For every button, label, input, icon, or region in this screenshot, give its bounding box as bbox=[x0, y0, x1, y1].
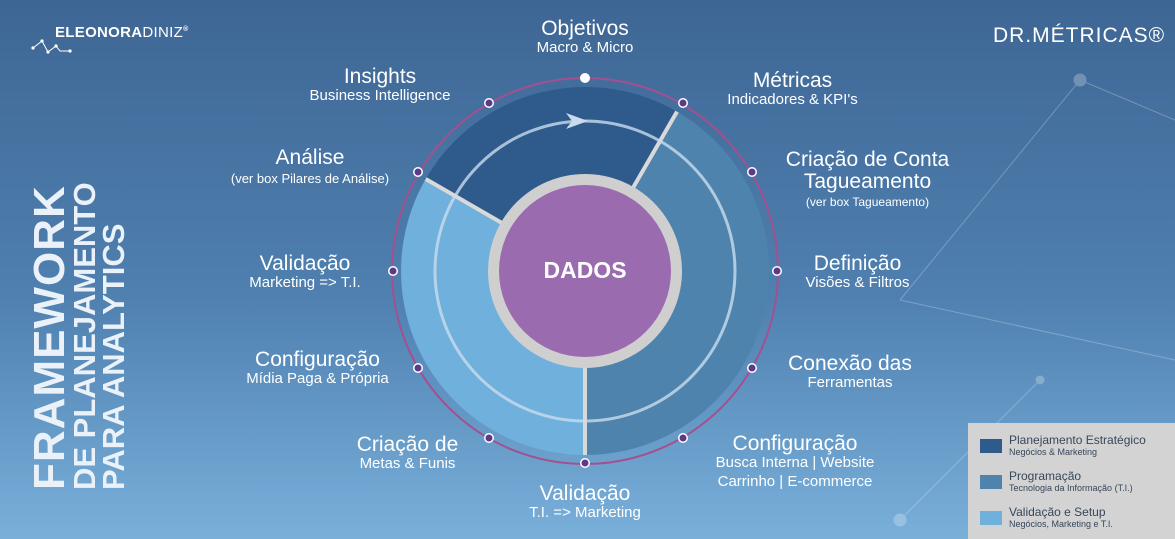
center-dados-label: DADOS bbox=[543, 257, 627, 283]
sector-planejamento bbox=[425, 86, 677, 271]
step-analise: Análise(ver box Pilares de Análise) bbox=[230, 146, 390, 187]
network-logo-icon bbox=[31, 39, 72, 54]
dr-metricas-logo: DR.MÉTRICAS® bbox=[993, 24, 1166, 47]
arrow-icon bbox=[566, 113, 588, 129]
eleonora-diniz-logo: ELEONORADINIZ® bbox=[55, 24, 189, 41]
